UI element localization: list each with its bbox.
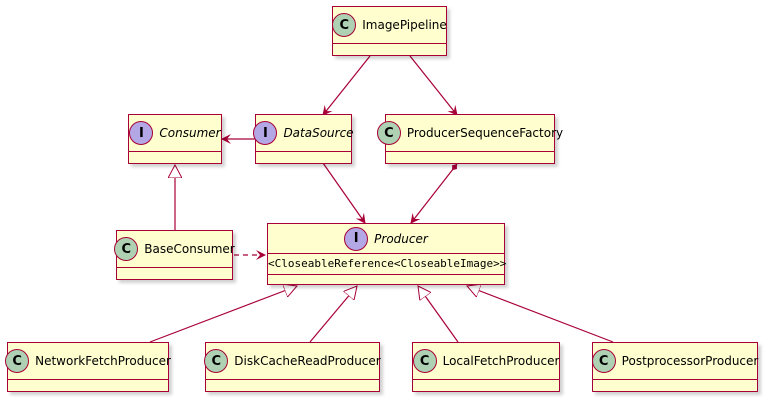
class-icon: C <box>412 349 437 373</box>
divider <box>413 379 559 380</box>
class-name: PostprocessorProducer <box>621 354 759 368</box>
class-name: BaseConsumer <box>144 242 235 256</box>
divider <box>129 151 221 152</box>
class-postprocessorproducer[interactable]: C PostprocessorProducer <box>591 342 759 392</box>
interface-datasource[interactable]: I DataSource <box>253 114 354 164</box>
interface-producer[interactable]: I Producer <CloseableReference<Closeable… <box>267 223 507 285</box>
edge-imagepipeline-producersequencefactory <box>409 55 458 116</box>
class-name: ImagePipeline <box>362 18 447 32</box>
edge-networkfetchproducer-producer <box>149 286 297 343</box>
class-diskcachereadproducer[interactable]: C DiskCacheReadProducer <box>204 342 381 392</box>
interface-icon: I <box>344 226 369 251</box>
interface-icon: I <box>129 121 154 145</box>
divider <box>206 379 379 380</box>
divider <box>268 274 504 275</box>
class-icon: C <box>332 13 357 37</box>
divider <box>386 151 554 152</box>
class-icon: C <box>591 349 616 373</box>
class-producersequencefactory[interactable]: C ProducerSequenceFactory <box>376 114 563 164</box>
divider <box>593 379 757 380</box>
edge-imagepipeline-datasource <box>322 55 371 116</box>
class-name: DiskCacheReadProducer <box>234 354 381 368</box>
class-name: NetworkFetchProducer <box>35 354 171 368</box>
edge-diskcachereadproducer-producer <box>309 286 357 343</box>
interface-name: Producer <box>374 231 428 246</box>
class-icon: C <box>204 349 229 373</box>
divider <box>117 267 232 268</box>
class-name: LocalFetchProducer <box>442 354 560 368</box>
interface-name: Consumer <box>159 126 221 140</box>
class-icon: C <box>114 237 139 261</box>
class-name: ProducerSequenceFactory <box>406 126 564 140</box>
class-icon: C <box>5 349 30 373</box>
class-icon: C <box>376 121 401 145</box>
generic-type-parameter: <CloseableReference<CloseableImage>> <box>268 257 507 270</box>
edge-producersequencefactory-producer <box>410 163 458 224</box>
edge-localfetchproducer-producer <box>418 286 459 343</box>
class-localfetchproducer[interactable]: C LocalFetchProducer <box>412 342 560 392</box>
class-baseconsumer[interactable]: C BaseConsumer <box>114 230 235 280</box>
edge-postprocessorproducer-producer <box>467 286 614 343</box>
divider <box>333 43 446 44</box>
edge-datasource-producer <box>322 162 366 224</box>
interface-icon: I <box>253 121 278 145</box>
divider <box>8 379 168 380</box>
interface-name: DataSource <box>283 126 354 140</box>
divider <box>268 253 504 254</box>
interface-consumer[interactable]: I Consumer <box>128 114 222 164</box>
class-imagepipeline[interactable]: C ImagePipeline <box>332 6 447 56</box>
class-networkfetchproducer[interactable]: C NetworkFetchProducer <box>5 342 171 392</box>
divider <box>256 151 351 152</box>
